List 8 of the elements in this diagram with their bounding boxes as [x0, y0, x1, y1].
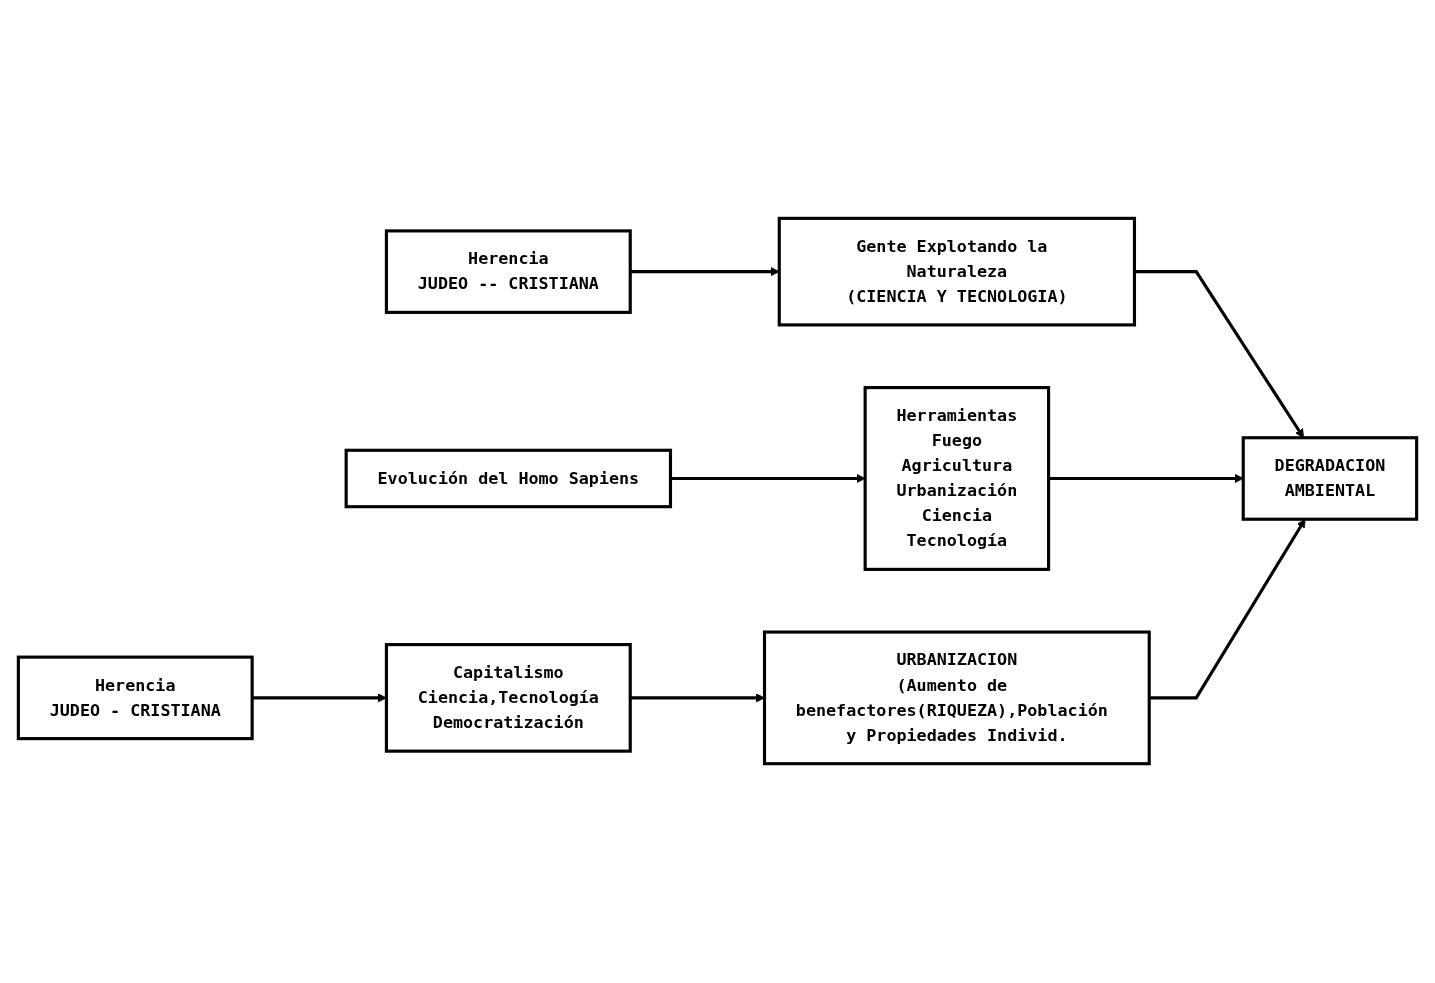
- node-box: URBANIZACION (Aumento de benefactores(RIQUEZA),Población y Propiedades Individ.: [762, 630, 1151, 766]
- node-box: DEGRADACION AMBIENTAL: [1241, 436, 1419, 522]
- node-box: Capitalismo Ciencia,Tecnología Democratización: [384, 643, 632, 754]
- node-box: Herencia JUDEO -- CRISTIANA: [384, 229, 632, 315]
- node-box: Herramientas Fuego Agricultura Urbanización Ciencia Tecnología: [863, 386, 1051, 572]
- node-box: Evolución del Homo Sapiens: [344, 449, 673, 509]
- node-box: Gente Explotando la Naturaleza (CIENCIA Y TECNOLOGIA): [777, 217, 1137, 327]
- node-box: Herencia JUDEO - CRISTIANA: [16, 656, 254, 741]
